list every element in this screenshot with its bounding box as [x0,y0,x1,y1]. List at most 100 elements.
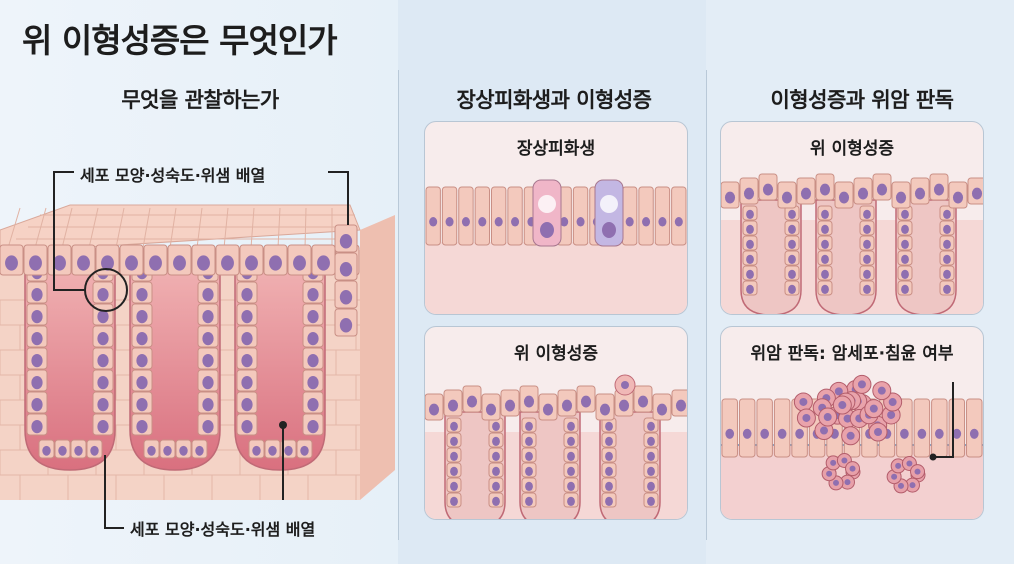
cell [521,432,537,448]
cell [859,220,875,236]
cell [897,250,913,266]
cell [773,398,791,458]
cell [519,385,539,413]
cell [897,280,913,296]
cell [739,177,759,205]
cell [633,385,653,413]
panel-title-dysplasia-mid: 위 이형성증 [513,344,599,364]
cell [197,413,219,436]
cell [334,252,358,281]
cell [643,432,659,448]
cell [784,280,800,296]
cell [654,186,671,246]
cell [500,389,520,417]
cell [521,417,537,433]
cell [796,177,816,205]
callout-dot [279,421,287,429]
cell [859,205,875,221]
cell [441,186,458,246]
cell [425,186,441,246]
cell [236,325,258,348]
cell [784,235,800,251]
cell [601,417,617,433]
gastric-gland [24,249,116,471]
surface-epithelium [425,385,687,421]
dysplastic-gland [599,411,661,519]
cell [280,439,297,459]
cell [488,462,504,478]
cell [817,250,833,266]
cell [302,413,324,436]
cell [197,369,219,392]
cell [817,280,833,296]
cell [296,439,313,459]
shed-cell [614,374,636,396]
cell [601,432,617,448]
cell [239,244,264,276]
surface-epithelium [721,173,983,209]
cell [54,439,71,459]
lamina-propria [425,242,687,314]
cell [521,462,537,478]
gastric-gland [234,249,326,471]
cell [92,347,114,370]
cell [913,398,931,458]
cell [334,280,358,309]
cell [931,398,948,458]
dysplastic-gland [740,199,802,314]
callout-line-top-left [53,171,85,291]
cell [507,186,523,246]
panel-metaplasia: 장상피화생 [424,121,688,315]
cell [939,205,955,221]
cell [758,173,778,201]
cell [538,393,558,421]
cell [967,177,983,205]
cell [521,447,537,463]
cell [92,413,114,436]
cell [302,369,324,392]
cell [26,391,48,414]
cell [26,303,48,326]
cell [859,250,875,266]
cell [643,447,659,463]
cell [601,492,617,508]
column-heading-cancer: 이형성증과 위암 판독 [770,88,954,112]
cell [143,244,168,276]
panel-dysplasia-right: 위 이형성증 [720,121,984,315]
cell [939,280,955,296]
cell [302,325,324,348]
callout-line-cancer [933,382,954,458]
cell [197,325,219,348]
cell [446,492,462,508]
cell [742,205,758,221]
cell [474,186,490,246]
page-title: 위 이형성증은 무엇인가 [22,21,338,60]
cell [92,325,114,348]
cell [334,224,358,253]
tissue-block-illustration [0,171,395,529]
cell [71,244,96,276]
cell [236,413,258,436]
cell [236,303,258,326]
invasive-cluster [821,452,861,491]
cell [95,244,120,276]
cell [119,244,144,276]
cell [563,462,579,478]
cell [572,186,589,246]
cell [671,389,687,417]
cell [236,281,258,304]
cell [446,477,462,493]
cell [966,398,983,458]
cell [817,235,833,251]
cell [601,462,617,478]
cell [47,244,72,276]
dysplastic-gland [444,411,506,519]
cell [563,447,579,463]
cell [458,186,474,246]
cell [834,181,854,209]
cell [131,391,153,414]
cell [859,235,875,251]
cell [491,186,507,246]
dysplastic-gland [519,411,581,519]
cell [948,398,966,458]
